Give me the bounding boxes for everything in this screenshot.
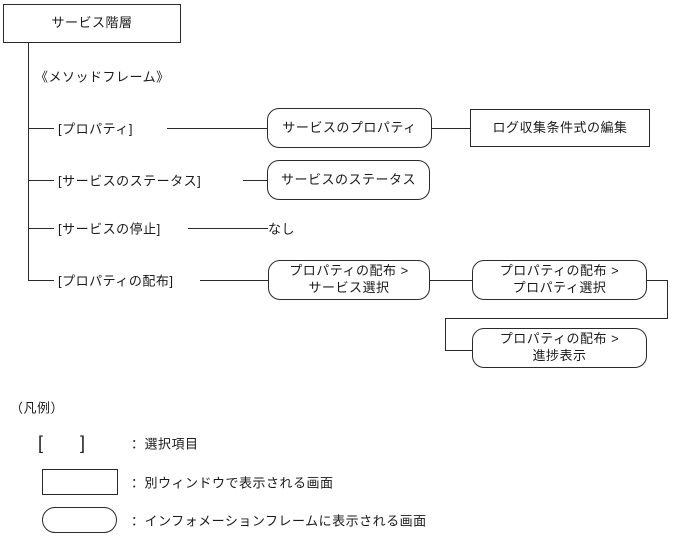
legend-item-label-selection: ：選択項目 <box>131 436 199 452</box>
branch-tick-line <box>28 180 54 181</box>
screen-label-line1: プロパティの配布 > <box>499 263 620 279</box>
screen-dist-progress: プロパティの配布 > 進捗表示 <box>472 328 647 368</box>
screen-label: ログ収集条件式の編集 <box>492 119 628 135</box>
screen-label: サービスのステータス <box>280 171 416 187</box>
legend-window-swatch <box>42 469 118 495</box>
screen-label-line2: 進捗表示 <box>532 348 587 363</box>
connector-line <box>647 280 667 281</box>
none-label: なし <box>268 221 296 237</box>
method-frame-label: 《メソッドフレーム》 <box>35 69 170 85</box>
root-box: サービス階層 <box>3 4 181 43</box>
legend-bracket-open: [ <box>38 433 44 453</box>
screen-log-condition-edit: ログ収集条件式の編集 <box>470 109 650 147</box>
connector-line <box>430 280 472 281</box>
connector-line <box>188 228 268 229</box>
menu-item-property-distribution: [プロパティの配布] <box>58 273 174 289</box>
legend-title: （凡例） <box>10 400 65 416</box>
connector-line <box>243 180 267 181</box>
menu-item-service-stop: [サービスの停止] <box>58 221 161 237</box>
branch-tick-line <box>28 128 54 129</box>
branch-tick-line <box>28 228 54 229</box>
connector-line <box>200 280 268 281</box>
screen-label-line2: サービス選択 <box>308 280 390 295</box>
legend-infoframe-swatch <box>42 507 117 533</box>
connector-line <box>445 350 472 351</box>
tree-trunk-line <box>28 43 29 280</box>
connector-line <box>445 318 668 319</box>
legend-item-label-infoframe: ：インフォメーションフレームに表示される画面 <box>131 513 427 529</box>
screen-label-line2: プロパティ選択 <box>512 280 607 295</box>
legend-item-label-window: ：別ウィンドウで表示される画面 <box>131 475 334 491</box>
branch-tick-line <box>28 280 54 281</box>
root-box-label: サービス階層 <box>51 15 133 31</box>
legend-bracket-close: ] <box>80 433 86 453</box>
screen-dist-service-select: プロパティの配布 > サービス選択 <box>268 260 430 300</box>
connector-line <box>432 128 470 129</box>
connector-line <box>445 318 446 350</box>
menu-item-property: [プロパティ] <box>58 121 133 137</box>
screen-dist-property-select: プロパティの配布 > プロパティ選択 <box>472 260 647 300</box>
screen-label-line1: プロパティの配布 > <box>499 331 620 347</box>
screen-label: サービスのプロパティ <box>282 119 417 135</box>
connector-line <box>167 128 267 129</box>
screen-service-status: サービスのステータス <box>267 160 430 200</box>
screen-label-line1: プロパティの配布 > <box>289 263 409 279</box>
screen-service-property: サービスのプロパティ <box>267 108 432 148</box>
menu-item-service-status: [サービスのステータス] <box>58 173 202 189</box>
connector-line <box>667 280 668 318</box>
